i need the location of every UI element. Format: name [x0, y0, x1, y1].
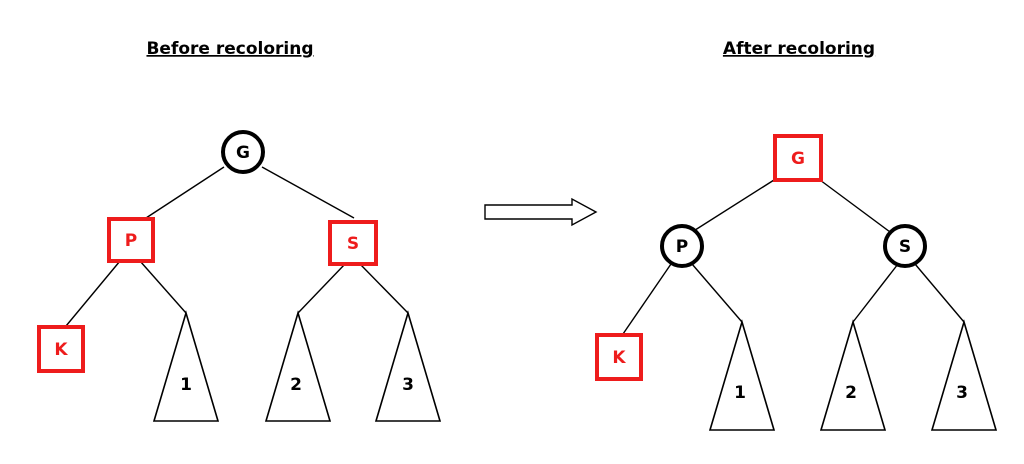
node-p-red — [107, 217, 155, 263]
edge-s-t2 — [297, 263, 346, 314]
subtree-1 — [708, 319, 776, 431]
edge-p-t1 — [139, 260, 187, 314]
edge-g-p — [145, 166, 225, 219]
node-g-black — [221, 130, 265, 174]
node-s-label: S — [899, 237, 911, 257]
subtree-2 — [819, 319, 887, 431]
node-p-label: P — [125, 231, 137, 251]
node-k-label: K — [612, 348, 626, 368]
edge-g-p — [691, 179, 775, 233]
subtree-3-label: 3 — [402, 375, 414, 395]
edge-s-t3 — [914, 263, 965, 323]
node-p-label: P — [676, 237, 688, 257]
node-s-red — [328, 220, 378, 266]
edge-p-t1 — [691, 263, 743, 323]
subtree-1-label: 1 — [180, 375, 192, 395]
edge-g-s — [819, 179, 891, 233]
subtree-3-label: 3 — [956, 383, 968, 403]
node-k-red — [37, 325, 85, 373]
after-tree: After recoloring 1 2 3 G P S K — [595, 39, 998, 431]
subtree-1-label: 1 — [734, 383, 746, 403]
edge-g-s — [261, 166, 355, 219]
node-s-black — [883, 224, 927, 268]
edge-s-t2 — [852, 263, 899, 323]
subtree-3 — [374, 310, 442, 422]
node-g-red — [773, 134, 823, 182]
subtree-2 — [264, 310, 332, 422]
node-s-label: S — [347, 234, 359, 254]
before-title: Before recoloring — [146, 39, 313, 59]
subtree-1 — [152, 310, 220, 422]
subtree-2-label: 2 — [290, 375, 302, 395]
node-p-black — [660, 224, 704, 268]
node-k-red — [595, 333, 643, 381]
subtree-2-label: 2 — [845, 383, 857, 403]
subtree-3 — [930, 319, 998, 431]
edge-p-k — [65, 260, 121, 327]
edge-s-t3 — [359, 263, 409, 314]
after-title: After recoloring — [723, 39, 875, 59]
transition-arrow — [484, 197, 598, 227]
node-g-label: G — [236, 143, 250, 163]
before-tree: Before recoloring 1 2 3 G P S K — [37, 39, 442, 422]
edge-p-k — [622, 263, 672, 335]
node-k-label: K — [54, 340, 68, 360]
node-g-label: G — [791, 149, 805, 169]
